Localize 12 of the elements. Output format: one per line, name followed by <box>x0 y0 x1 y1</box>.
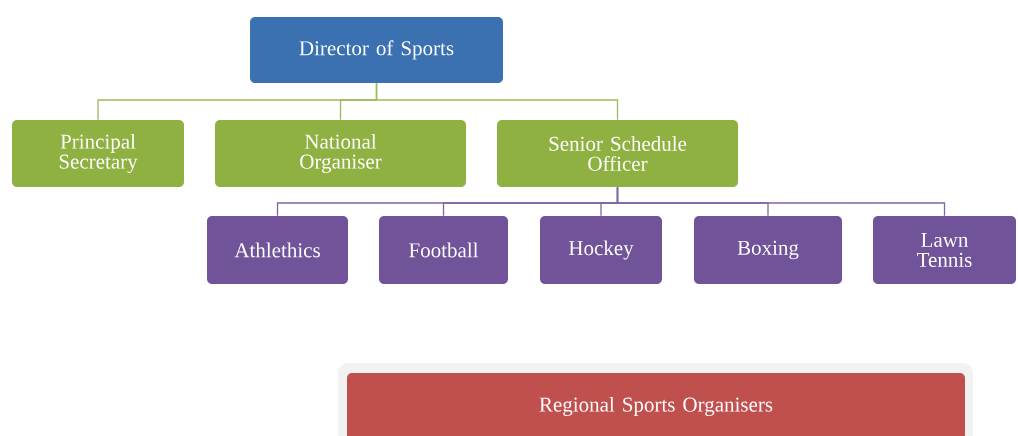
role-box: Principal Secretary <box>12 120 184 187</box>
sport-box: Hockey <box>540 216 662 284</box>
connector-line <box>616 186 946 217</box>
sport-box: Boxing <box>694 216 842 284</box>
organisers-box: Regional Sports Organisers <box>338 363 973 436</box>
director-box: Director of Sports <box>250 17 503 83</box>
role-box: National Organiser <box>215 120 466 187</box>
connector-line <box>375 82 619 121</box>
sport-box: Lawn Tennis <box>873 216 1016 284</box>
sport-box: Athlethics <box>207 216 348 284</box>
role-box: Senior Schedule Officer <box>497 120 738 187</box>
sport-box: Football <box>379 216 508 284</box>
